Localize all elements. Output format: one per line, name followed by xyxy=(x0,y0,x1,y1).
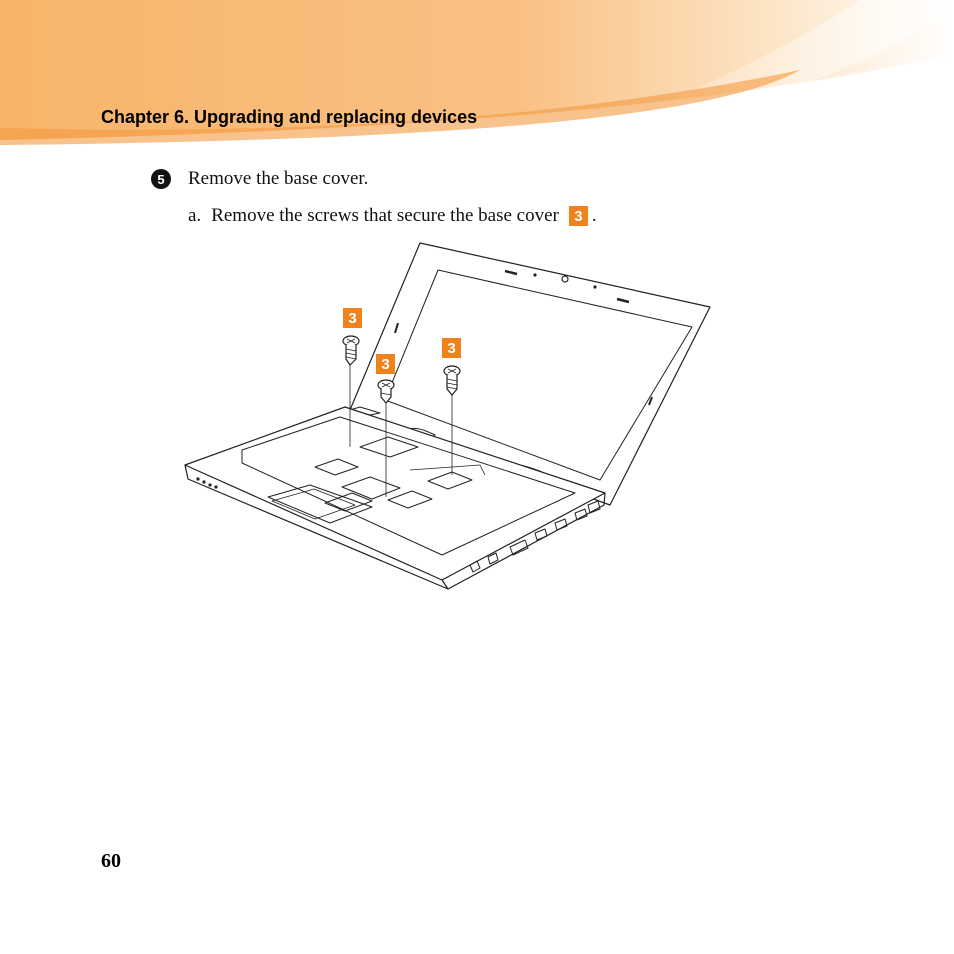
substep-marker: a. xyxy=(188,205,202,226)
screw-icon-3 xyxy=(443,365,461,396)
step-text: Remove the base cover. xyxy=(188,168,369,189)
touchpad xyxy=(267,484,373,524)
laptop-drawing xyxy=(184,242,711,590)
step-number-badge: 5 xyxy=(151,169,171,189)
substep-period: . xyxy=(591,205,597,226)
figure-callout-3: 3 xyxy=(442,338,461,358)
step-row: 5 Remove the base cover. xyxy=(151,168,368,190)
chapter-title: Chapter 6. Upgrading and replacing devic… xyxy=(101,107,478,127)
page-number: 60 xyxy=(101,850,121,872)
substep-text: Remove the screws that secure the base c… xyxy=(211,205,559,226)
webcam-icon xyxy=(561,275,569,283)
figure-callout-1: 3 xyxy=(343,308,362,328)
base-cover-outline xyxy=(241,416,576,556)
substep-row: a. Remove the screws that secure the bas… xyxy=(188,205,597,227)
screw-icon-2 xyxy=(377,379,395,404)
header-band xyxy=(0,0,954,145)
figure-callout-2: 3 xyxy=(376,354,395,374)
display-screen xyxy=(384,269,693,481)
laptop-illustration: 3 3 3 xyxy=(180,235,720,595)
inline-callout: 3 xyxy=(568,206,588,226)
screw-icon-1 xyxy=(342,335,360,366)
